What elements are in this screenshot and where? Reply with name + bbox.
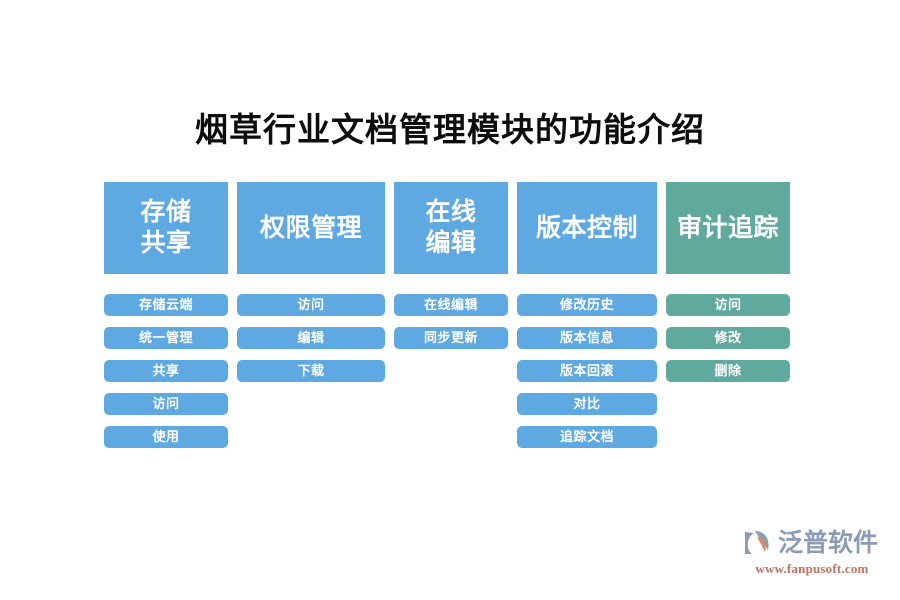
feature-column: 版本控制修改历史版本信息版本回滚对比追踪文档	[517, 182, 657, 448]
feature-chip[interactable]: 同步更新	[394, 327, 508, 349]
column-header-label: 权限管理	[260, 213, 362, 244]
fanpu-swoosh-logo-icon	[742, 528, 774, 558]
column-item-list: 访问修改删除	[666, 294, 790, 382]
logo-url-text: www.fanpusoft.com	[755, 561, 869, 576]
feature-chip[interactable]: 版本回滚	[517, 360, 657, 382]
column-header-card[interactable]: 版本控制	[517, 182, 657, 274]
column-header-label: 存储共享	[140, 197, 191, 259]
column-item-list: 访问编辑下载	[237, 294, 385, 382]
column-header-card[interactable]: 存储共享	[104, 182, 228, 274]
feature-chip[interactable]: 版本信息	[517, 327, 657, 349]
feature-chip[interactable]: 访问	[666, 294, 790, 316]
feature-column: 权限管理访问编辑下载	[237, 182, 385, 382]
feature-chip[interactable]: 修改	[666, 327, 790, 349]
feature-chip[interactable]: 删除	[666, 360, 790, 382]
feature-chip[interactable]: 修改历史	[517, 294, 657, 316]
column-header-line: 审计追踪	[676, 213, 779, 242]
column-header-card[interactable]: 权限管理	[237, 182, 385, 274]
feature-chip[interactable]: 使用	[104, 426, 228, 448]
column-header-line: 编辑	[425, 229, 477, 257]
column-header-label: 在线编辑	[425, 197, 476, 259]
feature-column: 在线编辑在线编辑同步更新	[394, 182, 508, 349]
feature-columns: 存储共享存储云端统一管理共享访问使用权限管理访问编辑下载在线编辑在线编辑同步更新…	[104, 182, 818, 448]
feature-chip[interactable]: 存储云端	[104, 294, 228, 316]
column-header-card[interactable]: 审计追踪	[666, 182, 790, 274]
column-item-list: 修改历史版本信息版本回滚对比追踪文档	[517, 294, 657, 448]
page-title: 烟草行业文档管理模块的功能介绍	[195, 111, 705, 148]
column-header-line: 版本控制	[535, 213, 638, 242]
feature-chip[interactable]: 对比	[517, 393, 657, 415]
feature-column: 审计追踪访问修改删除	[666, 182, 790, 382]
feature-chip[interactable]: 下载	[237, 360, 385, 382]
column-header-card[interactable]: 在线编辑	[394, 182, 508, 274]
column-item-list: 存储云端统一管理共享访问使用	[104, 294, 228, 448]
feature-chip[interactable]: 共享	[104, 360, 228, 382]
feature-chip[interactable]: 访问	[237, 294, 385, 316]
column-header-label: 版本控制	[536, 213, 638, 244]
feature-column: 存储共享存储云端统一管理共享访问使用	[104, 182, 228, 448]
brand-logo: 泛普软件 www.fanpusoft.com	[742, 526, 882, 582]
column-header-line: 权限管理	[259, 213, 362, 242]
feature-chip[interactable]: 统一管理	[104, 327, 228, 349]
feature-chip[interactable]: 访问	[104, 393, 228, 415]
logo-row: 泛普软件	[742, 526, 882, 560]
feature-chip[interactable]: 在线编辑	[394, 294, 508, 316]
column-item-list: 在线编辑同步更新	[394, 294, 508, 349]
column-header-line: 存储	[140, 198, 192, 226]
column-header-line: 共享	[140, 229, 192, 257]
logo-brand-text: 泛普软件	[778, 529, 879, 557]
feature-chip[interactable]: 编辑	[237, 327, 385, 349]
column-header-line: 在线	[425, 198, 477, 226]
feature-chip[interactable]: 追踪文档	[517, 426, 657, 448]
column-header-label: 审计追踪	[677, 213, 779, 244]
